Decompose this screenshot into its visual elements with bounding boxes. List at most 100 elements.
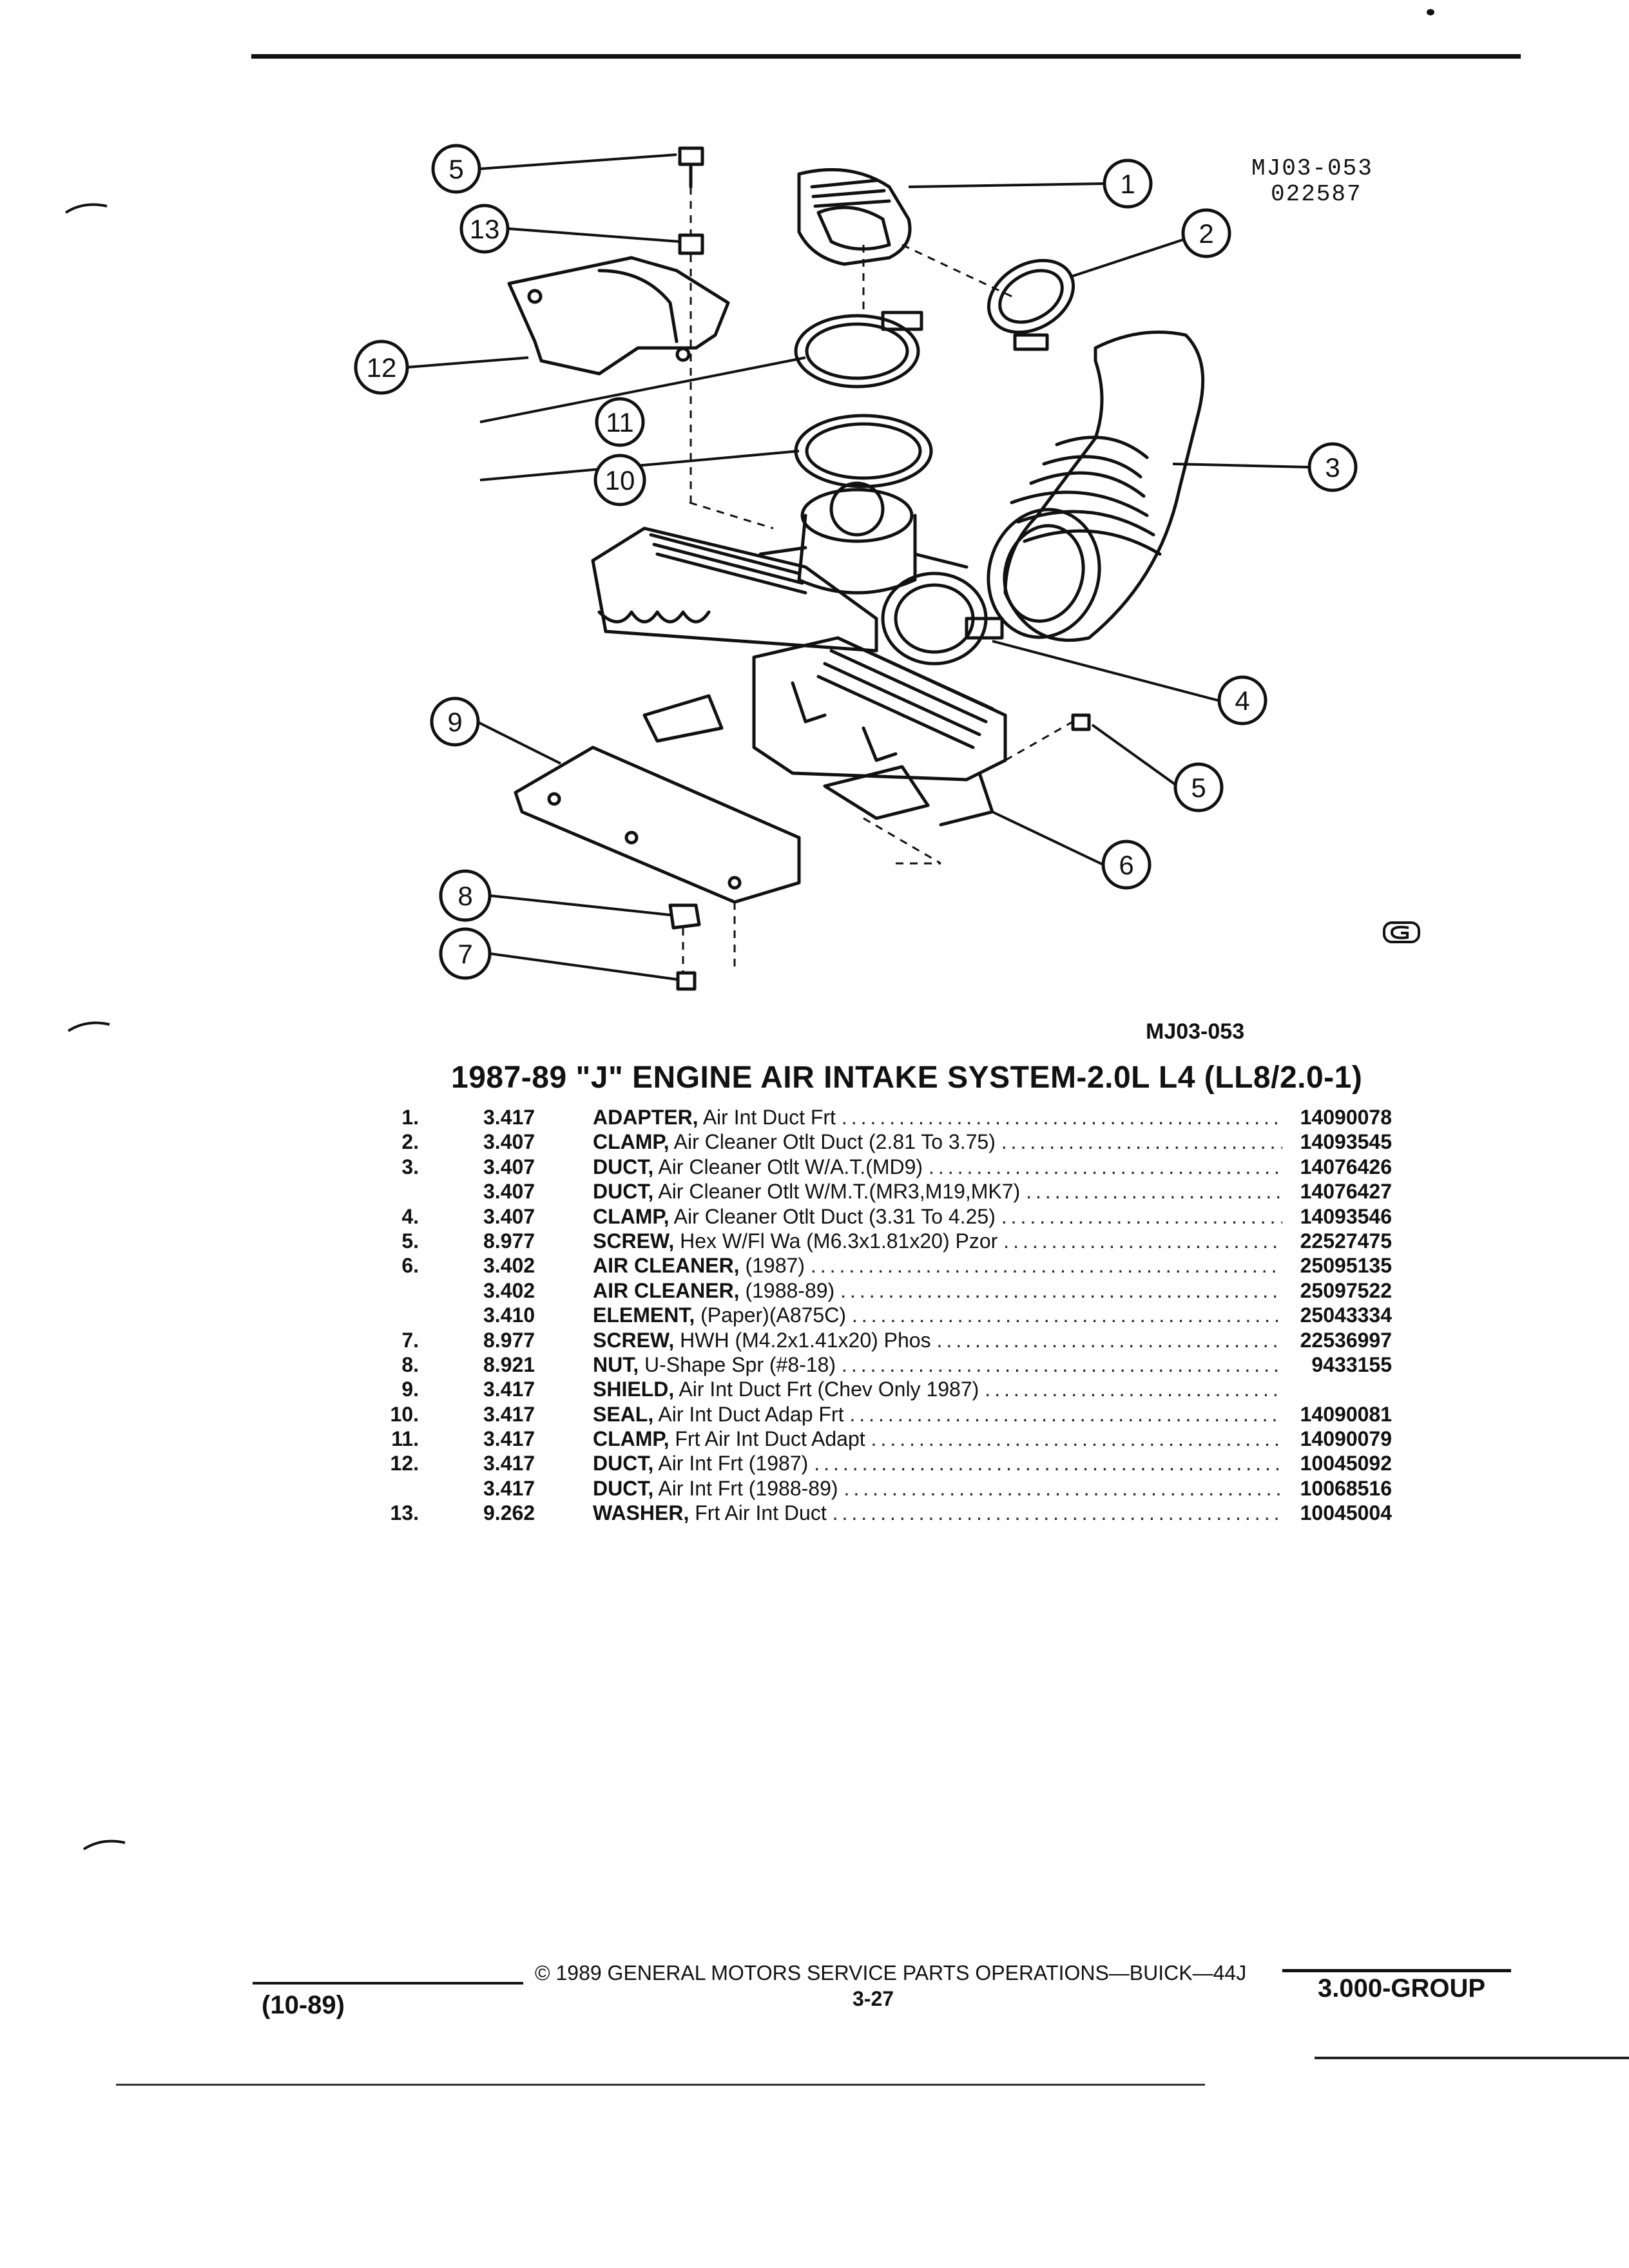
part-description: DUCT, Air Int Frt (1988-89) ............… bbox=[593, 1476, 1282, 1501]
callout-7 bbox=[439, 927, 492, 980]
parts-row: 5. 8.977 SCREW, Hex W/Fl Wa (M6.3x1.81x20)… bbox=[348, 1229, 1392, 1253]
footer-rule-right bbox=[1282, 1969, 1511, 1972]
group-number: 3.407 bbox=[483, 1130, 535, 1154]
callout-label-8: 8 bbox=[458, 881, 472, 911]
part-detail: (1987) bbox=[745, 1254, 805, 1278]
group-number: 3.402 bbox=[483, 1254, 535, 1278]
part-detail: Frt Air Int Duct bbox=[695, 1501, 827, 1525]
footer-copyright: © 1989 GENERAL MOTORS SERVICE PARTS OPER… bbox=[535, 1961, 1247, 1984]
item-number: 9. bbox=[401, 1378, 419, 1401]
callout-13 bbox=[459, 204, 510, 254]
item-number: 3. bbox=[401, 1155, 419, 1178]
callout-5-right bbox=[1173, 762, 1224, 812]
part-description: AIR CLEANER, (1988-89) .................… bbox=[593, 1278, 1282, 1303]
group-number: 3.417 bbox=[483, 1402, 535, 1426]
group-number: 8.977 bbox=[483, 1229, 535, 1253]
item-number: 6. bbox=[401, 1254, 419, 1278]
group-number: 3.407 bbox=[483, 1180, 535, 1204]
leader-dots: ........................................… bbox=[832, 1501, 1282, 1525]
scan-edge-mark-3 bbox=[82, 1840, 126, 1850]
part-screw-bottom bbox=[676, 971, 697, 991]
scan-edge-mark-2 bbox=[67, 1021, 110, 1032]
callout-12 bbox=[354, 340, 409, 395]
part-clamp-2 bbox=[987, 258, 1075, 351]
item-number: 10. bbox=[390, 1402, 419, 1426]
part-description: SCREW, Hex W/Fl Wa (M6.3x1.81x20) Pzor .… bbox=[593, 1229, 1282, 1253]
figure-code-line2: 022587 bbox=[1271, 181, 1362, 207]
part-number: 10045004 bbox=[1300, 1501, 1392, 1525]
part-description: WASHER, Frt Air Int Duct ...............… bbox=[593, 1501, 1282, 1525]
parts-row: 10. 3.417 SEAL, Air Int Duct Adap Frt ....… bbox=[348, 1402, 1392, 1427]
part-name: SCREW, bbox=[593, 1328, 675, 1352]
callout-circles bbox=[354, 144, 1358, 980]
part-washer bbox=[678, 233, 704, 255]
assembly-lines bbox=[682, 187, 1074, 973]
callout-1 bbox=[1103, 159, 1153, 209]
figure-code-line1: MJ03-053 bbox=[1251, 155, 1373, 182]
part-description: SCREW, HWH (M4.2x1.41x20) Phos .........… bbox=[593, 1328, 1282, 1352]
parts-table-title: 1987-89 "J" ENGINE AIR INTAKE SYSTEM-2.0… bbox=[451, 1061, 1363, 1095]
item-number: 7. bbox=[401, 1328, 419, 1352]
part-seal bbox=[794, 414, 933, 488]
exploded-view-diagram: 5 13 12 11 10 1 2 3 4 5 6 9 8 7 bbox=[354, 144, 1420, 991]
part-detail: (Paper)(A875C) bbox=[700, 1303, 846, 1327]
leader-dots: ........................................… bbox=[851, 1303, 1282, 1327]
scan-bottom-line bbox=[116, 2084, 1205, 2086]
part-number: 10045092 bbox=[1300, 1452, 1392, 1475]
item-number: 4. bbox=[401, 1204, 419, 1228]
callout-11 bbox=[595, 397, 645, 447]
leader-dots: ........................................… bbox=[849, 1402, 1282, 1426]
part-clamp-11 bbox=[794, 311, 923, 389]
leader-dots: ........................................… bbox=[928, 1155, 1282, 1178]
callout-label-10: 10 bbox=[605, 465, 635, 495]
part-name: DUCT, bbox=[593, 1155, 654, 1178]
callout-label-5-top: 5 bbox=[448, 154, 463, 184]
part-number: 14093545 bbox=[1300, 1130, 1392, 1154]
group-number: 8.977 bbox=[483, 1328, 535, 1352]
part-name: SCREW, bbox=[593, 1229, 675, 1253]
leader-dots: ........................................… bbox=[814, 1452, 1282, 1475]
part-detail: Air Cleaner Otlt Duct (2.81 To 3.75) bbox=[673, 1130, 996, 1154]
part-description: DUCT, Air Int Frt (1987) ...............… bbox=[593, 1451, 1282, 1475]
part-detail: Hex W/Fl Wa (M6.3x1.81x20) Pzor bbox=[680, 1229, 998, 1253]
callout-label-13: 13 bbox=[470, 214, 500, 244]
callout-labels: 5 13 12 11 10 1 2 3 4 5 6 9 8 7 bbox=[367, 154, 1340, 969]
callout-8 bbox=[439, 869, 492, 922]
group-number: 8.921 bbox=[483, 1352, 535, 1376]
part-number: 14076426 bbox=[1300, 1155, 1392, 1178]
leader-lines bbox=[407, 153, 1309, 981]
leader-dots: ........................................… bbox=[840, 1278, 1282, 1302]
part-number: 14076427 bbox=[1300, 1180, 1392, 1204]
part-air-cleaner bbox=[642, 636, 1007, 827]
part-name: ELEMENT, bbox=[593, 1303, 695, 1327]
callout-label-2: 2 bbox=[1199, 218, 1213, 249]
item-number: 5. bbox=[401, 1229, 419, 1253]
part-description: SEAL, Air Int Duct Adap Frt ............… bbox=[593, 1402, 1282, 1427]
leader-dots: ........................................… bbox=[810, 1254, 1282, 1278]
callout-2 bbox=[1181, 208, 1231, 258]
group-number: 3.402 bbox=[483, 1278, 535, 1302]
footer-rule-left bbox=[253, 1982, 523, 1984]
top-rule bbox=[251, 54, 1521, 59]
part-description: SHIELD, Air Int Duct Frt (Chev Only 1987… bbox=[593, 1377, 1282, 1401]
item-number: 1. bbox=[401, 1106, 419, 1129]
leader-dots: ........................................… bbox=[1001, 1130, 1282, 1154]
part-name: CLAMP, bbox=[593, 1130, 670, 1154]
part-screw-right bbox=[1071, 713, 1091, 731]
part-detail: (1988-89) bbox=[745, 1278, 835, 1302]
part-description: CLAMP, Frt Air Int Duct Adapt ..........… bbox=[593, 1427, 1282, 1451]
callout-9 bbox=[430, 697, 480, 747]
callout-label-6: 6 bbox=[1119, 850, 1133, 880]
part-detail: Frt Air Int Duct Adapt bbox=[675, 1427, 865, 1451]
part-number: 22527475 bbox=[1300, 1229, 1392, 1253]
parts-row: 3.402 AIR CLEANER, (1988-89) ............… bbox=[348, 1278, 1392, 1303]
scan-edge-mark-1 bbox=[64, 203, 108, 214]
footer-group: 3.000-GROUP bbox=[1318, 1974, 1486, 2003]
part-name: DUCT, bbox=[593, 1180, 654, 1204]
